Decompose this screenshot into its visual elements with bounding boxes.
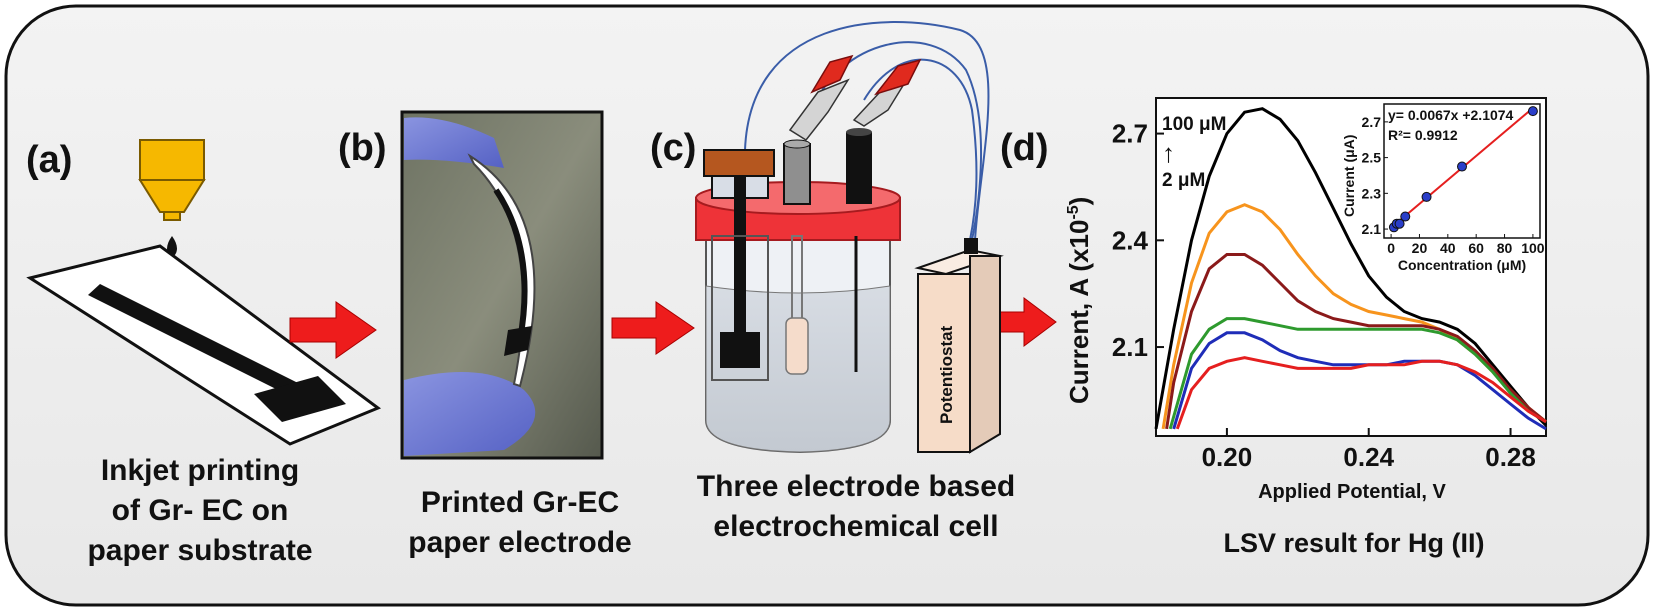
inset-x-tick-label: 20 — [1412, 240, 1428, 256]
y-tick-label: 2.7 — [1112, 119, 1148, 149]
panel-a: (a) Inkjet printing of Gr- EC on paper s… — [26, 139, 382, 567]
inset-x-tick-label: 80 — [1497, 240, 1513, 256]
inset-xlabel: Concentration (μM) — [1398, 257, 1526, 273]
inset-x-tick-label: 0 — [1387, 240, 1395, 256]
inset-data-point — [1400, 211, 1411, 222]
reference-electrode — [783, 139, 811, 375]
panel-b-caption-line2: paper electrode — [408, 526, 631, 559]
x-tick-label: 0.20 — [1202, 442, 1253, 472]
conc-high-label: 100 μM — [1162, 114, 1226, 135]
working-electrode — [703, 149, 775, 381]
inset-x-tick-label: 40 — [1440, 240, 1456, 256]
lsv-series-line — [1172, 331, 1547, 431]
alligator-clip-icon — [788, 54, 854, 141]
inset-data-point — [1394, 218, 1405, 229]
inkjet-nozzle-icon — [138, 139, 206, 221]
x-tick-label: 0.28 — [1485, 442, 1536, 472]
conc-arrow-icon: ↑ — [1162, 138, 1175, 168]
y-tick-label: 2.1 — [1112, 332, 1148, 362]
inset-data-point — [1421, 191, 1432, 202]
inset-chart: 0 20 40 60 80 100 2.1 2.3 2.5 2.7 y= 0.0067x +2.10… — [1341, 103, 1545, 273]
panel-a-caption-line3: paper substrate — [87, 534, 312, 567]
panel-d-letter: (d) — [1000, 127, 1049, 169]
panel-b-caption-line1: Printed Gr-EC — [421, 486, 619, 519]
panel-c: (c) — [650, 21, 1015, 543]
y-tick-label: 2.4 — [1112, 225, 1149, 255]
arrow-icon-ab — [289, 301, 377, 359]
inset-equation: y= 0.0067x +2.1074 — [1388, 107, 1514, 123]
alligator-clip-icon — [852, 58, 922, 127]
inset-r2: R²= 0.9912 — [1388, 127, 1458, 143]
inset-data-point — [1527, 106, 1538, 117]
inset-x-tick-label: 60 — [1468, 240, 1484, 256]
inset-ylabel: Current (μA) — [1341, 135, 1357, 217]
x-tick-label: 0.24 — [1343, 442, 1394, 472]
potentiostat-label: Potentiostat — [937, 325, 956, 424]
panel-a-letter: (a) — [26, 139, 72, 181]
counter-electrode — [846, 128, 872, 372]
panel-c-caption-line2: electrochemical cell — [713, 510, 998, 543]
lsv-series-line — [1165, 253, 1547, 430]
panel-b-letter: (b) — [338, 127, 387, 169]
lsv-series-line — [1175, 356, 1547, 430]
panel-b: (b) Printed Gr-EC paper electrode — [338, 110, 632, 559]
panel-d: (d) Current, A (x10-5) 0.20 0.24 0.28 2.1 2.… — [1000, 97, 1548, 558]
lsv-series-line — [1154, 107, 1548, 430]
arrow-icon-cd — [997, 297, 1057, 347]
panel-c-caption-line1: Three electrode based — [697, 470, 1015, 503]
inset-x-tick-label: 100 — [1521, 240, 1545, 256]
panel-a-caption-line1: Inkjet printing — [101, 454, 299, 487]
inset-data-point — [1457, 161, 1467, 172]
paper-substrate — [26, 244, 382, 446]
panel-c-letter: (c) — [650, 127, 696, 169]
potentiostat: Potentiostat — [914, 238, 1004, 454]
electrode-photo — [400, 110, 604, 460]
conc-low-label: 2 μM — [1162, 170, 1205, 191]
lsv-series-line — [1168, 317, 1547, 430]
inset-y-tick-label: 2.3 — [1362, 185, 1382, 201]
inset-y-tick-label: 2.7 — [1362, 114, 1382, 130]
inset-y-tick-label: 2.5 — [1362, 150, 1382, 166]
main-chart-xlabel: Applied Potential, V — [1258, 481, 1446, 503]
panel-a-caption-line2: of Gr- EC on — [112, 494, 289, 527]
arrow-icon-bc — [611, 301, 695, 355]
inset-y-tick-label: 2.1 — [1362, 221, 1382, 237]
panel-d-caption: LSV result for Hg (II) — [1223, 528, 1484, 558]
main-chart-ylabel: Current, A (x10-5) — [1064, 197, 1094, 404]
